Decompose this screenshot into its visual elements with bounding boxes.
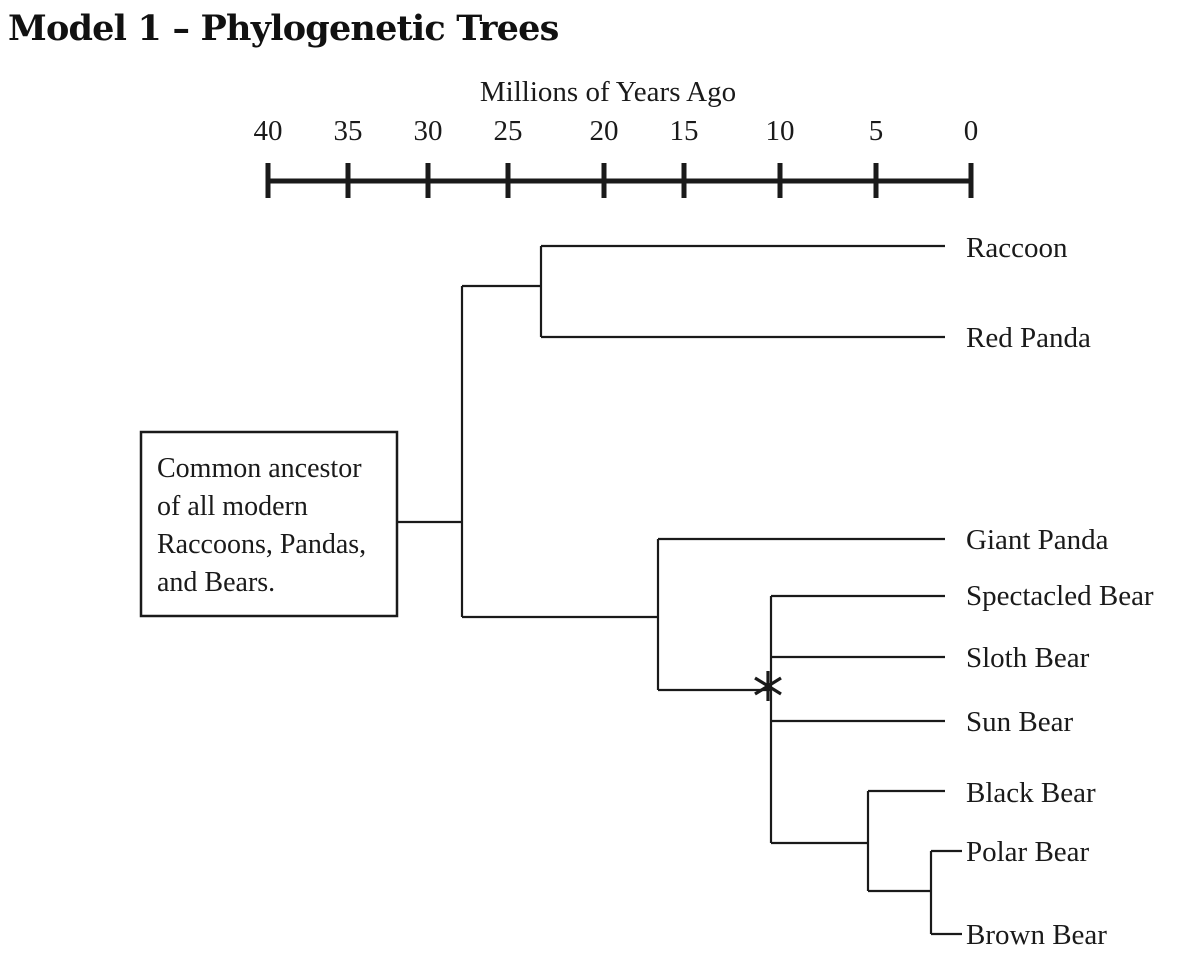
leaf-label-sun-bear: Sun Bear xyxy=(966,706,1073,738)
leaf-label-brown-bear: Brown Bear xyxy=(966,919,1107,951)
leaf-label-spectacled-bear: Spectacled Bear xyxy=(966,580,1154,612)
axis-title: Millions of Years Ago xyxy=(480,76,736,108)
leaf-label-giant-panda: Giant Panda xyxy=(966,524,1109,556)
ancestor-box xyxy=(139,430,399,618)
tick-label: 0 xyxy=(964,115,979,147)
tick-label: 15 xyxy=(670,115,699,147)
tick-label: 20 xyxy=(590,115,619,147)
ancestor-text-line: Raccoons, Pandas, xyxy=(157,529,366,560)
common-ancestor-node: Common ancestor of all modern Raccoons, … xyxy=(139,430,399,618)
tick-label: 5 xyxy=(869,115,884,147)
tick-label: 10 xyxy=(766,115,795,147)
ancestor-text-line: Common ancestor xyxy=(157,453,362,484)
asterisk-icon xyxy=(754,671,782,701)
leaf-label-black-bear: Black Bear xyxy=(966,777,1096,809)
tree-branches xyxy=(397,244,962,936)
leaf-label-red-panda: Red Panda xyxy=(966,322,1091,354)
leaf-labels: Raccoon Red Panda Giant Panda Spectacled… xyxy=(966,232,1154,951)
leaf-label-raccoon: Raccoon xyxy=(966,232,1068,264)
leaf-label-polar-bear: Polar Bear xyxy=(966,836,1090,868)
ancestor-text-line: of all modern xyxy=(157,491,308,522)
tick-label: 35 xyxy=(334,115,363,147)
tick-label: 25 xyxy=(494,115,523,147)
time-axis: Millions of Years Ago 40 35 30 25 20 15 … xyxy=(254,76,979,198)
tick-label: 40 xyxy=(254,115,283,147)
page-title: Model 1 – Phylogenetic Trees xyxy=(8,8,559,49)
leaf-label-sloth-bear: Sloth Bear xyxy=(966,642,1090,674)
tick-label: 30 xyxy=(414,115,443,147)
ancestor-text-line: and Bears. xyxy=(157,567,275,598)
